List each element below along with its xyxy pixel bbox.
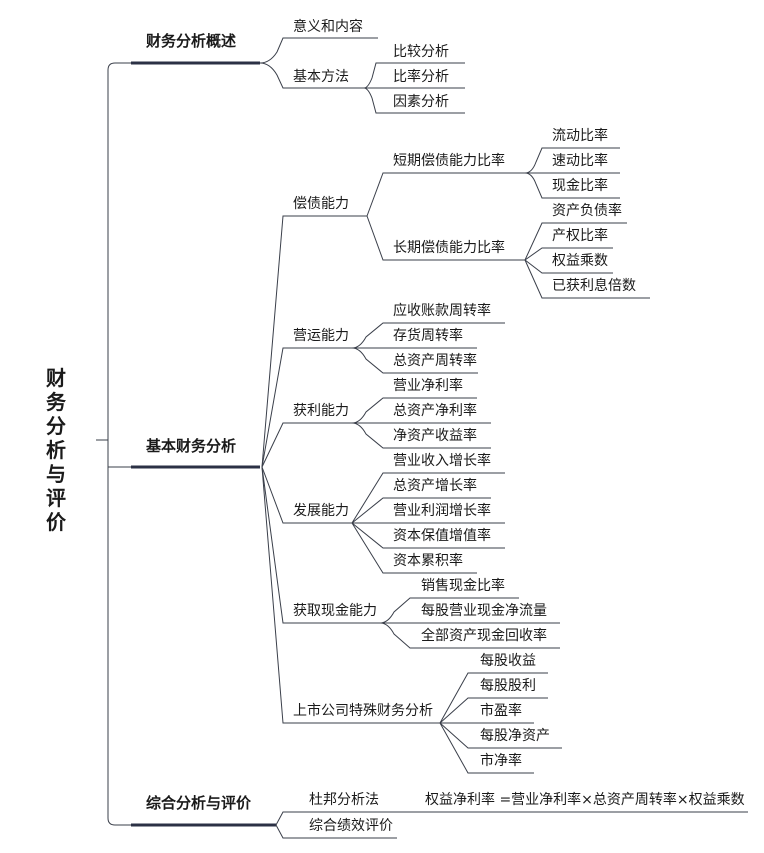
- node-operating-2: 存货周转率: [393, 328, 463, 344]
- node-cash-ratio: 现金比率: [552, 178, 608, 194]
- node-method-1: 比较分析: [393, 44, 449, 60]
- node-cash-ability: 获取现金能力: [293, 603, 377, 619]
- node-cash-3: 全部资产现金回收率: [421, 628, 547, 644]
- node-growth-2: 总资产增长率: [393, 478, 477, 494]
- node-interest-coverage: 已获利息倍数: [552, 278, 636, 294]
- node-listed-5: 市净率: [480, 753, 522, 769]
- node-listed-company: 上市公司特殊财务分析: [293, 703, 433, 719]
- node-growth-4: 资本保值增值率: [393, 528, 491, 544]
- node-long-term-solvency: 长期偿债能力比率: [393, 240, 505, 256]
- node-equity-multiplier: 权益乘数: [552, 253, 608, 269]
- node-growth-5: 资本累积率: [393, 553, 463, 569]
- node-profit-2: 总资产净利率: [393, 403, 477, 419]
- node-growth-1: 营业收入增长率: [393, 453, 491, 469]
- node-dupont-formula: 权益净利率 =营业净利率×总资产周转率×权益乘数: [425, 792, 745, 808]
- node-cash-2: 每股营业现金净流量: [421, 603, 547, 619]
- node-listed-1: 每股收益: [480, 653, 536, 669]
- node-operating: 营运能力: [293, 328, 349, 344]
- node-current-ratio: 流动比率: [552, 128, 608, 144]
- node-growth-3: 营业利润增长率: [393, 503, 491, 519]
- node-profitability: 获利能力: [293, 403, 349, 419]
- node-basic-methods: 基本方法: [293, 69, 349, 85]
- topic-basic-analysis: 基本财务分析: [146, 437, 237, 455]
- node-operating-3: 总资产周转率: [393, 353, 477, 369]
- root-topic: 财务分析与评价: [46, 366, 66, 534]
- node-method-2: 比率分析: [393, 69, 449, 85]
- topic-comprehensive: 综合分析与评价: [146, 794, 252, 812]
- node-performance-evaluation: 综合绩效评价: [309, 818, 393, 834]
- node-solvency: 偿债能力: [293, 196, 349, 212]
- node-cash-1: 销售现金比率: [421, 578, 505, 594]
- node-operating-1: 应收账款周转率: [393, 303, 491, 319]
- node-debt-ratio: 资产负债率: [552, 203, 622, 219]
- node-meaning: 意义和内容: [293, 19, 363, 35]
- node-method-3: 因素分析: [393, 94, 449, 110]
- node-listed-3: 市盈率: [480, 703, 522, 719]
- node-equity-ratio: 产权比率: [552, 228, 608, 244]
- node-listed-2: 每股股利: [480, 678, 536, 694]
- node-dupont: 杜邦分析法: [309, 792, 379, 808]
- node-profit-3: 净资产收益率: [393, 428, 477, 444]
- node-short-term-solvency: 短期偿债能力比率: [393, 153, 505, 169]
- node-listed-4: 每股净资产: [480, 728, 550, 744]
- node-quick-ratio: 速动比率: [552, 153, 608, 169]
- node-growth: 发展能力: [293, 503, 349, 519]
- node-profit-1: 营业净利率: [393, 378, 463, 394]
- topic-overview: 财务分析概述: [146, 32, 237, 50]
